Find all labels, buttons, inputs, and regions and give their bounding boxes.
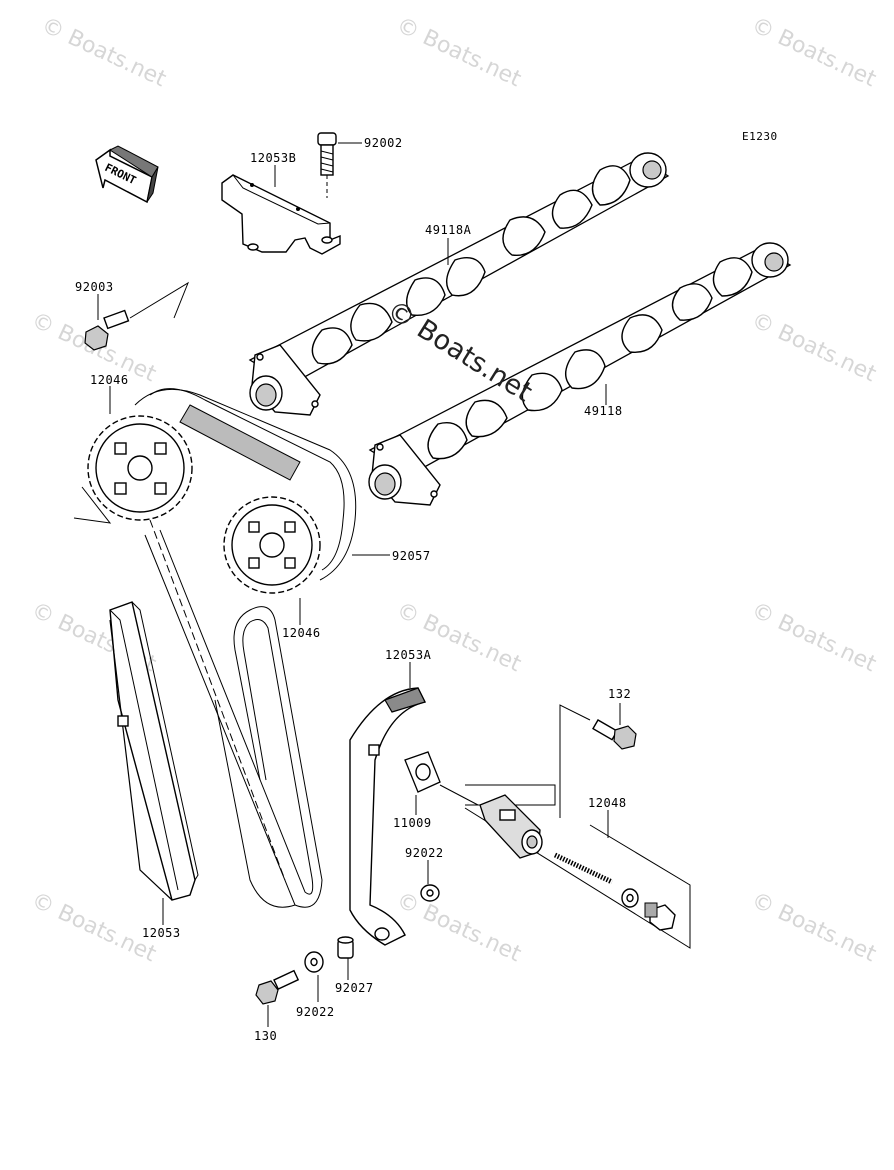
label-49118: 49118 bbox=[584, 404, 623, 418]
diagram-code: E1230 bbox=[742, 130, 778, 143]
label-12053B: 12053B bbox=[250, 151, 296, 165]
bolt-92002 bbox=[317, 132, 337, 198]
chain-guide-12053 bbox=[109, 601, 199, 901]
collar-92027 bbox=[337, 936, 354, 959]
sprocket-12046-upper bbox=[87, 415, 193, 521]
tensioner-12048 bbox=[464, 784, 691, 949]
label-12046-lower: 12046 bbox=[282, 626, 321, 640]
label-12053A: 12053A bbox=[385, 648, 432, 662]
label-12048: 12048 bbox=[588, 796, 627, 810]
watermark: © Boats.net bbox=[747, 13, 880, 93]
watermark: © Boats.net bbox=[747, 308, 880, 388]
bolt-132 bbox=[592, 719, 637, 750]
washer-92022-lower bbox=[304, 951, 324, 973]
center-watermark: © Boats.net bbox=[381, 295, 537, 409]
label-92022-lower: 92022 bbox=[296, 1005, 335, 1019]
label-92057: 92057 bbox=[392, 549, 431, 563]
label-12046-upper: 12046 bbox=[90, 373, 129, 387]
tensioner-guide-12053A bbox=[349, 687, 427, 946]
label-49118A: 49118A bbox=[425, 223, 472, 237]
watermark: © Boats.net bbox=[747, 598, 880, 678]
label-92022-upper: 92022 bbox=[405, 846, 444, 860]
bracket-12053B bbox=[221, 174, 341, 255]
label-130: 130 bbox=[254, 1029, 277, 1043]
label-92003: 92003 bbox=[75, 280, 114, 294]
bolt-92003 bbox=[84, 309, 130, 351]
camshaft-49118 bbox=[368, 242, 792, 506]
label-12053: 12053 bbox=[142, 926, 181, 940]
washer-92022-upper bbox=[420, 884, 440, 902]
watermark: © Boats.net bbox=[37, 13, 170, 93]
bolt-130 bbox=[255, 969, 300, 1005]
watermark: © Boats.net bbox=[392, 888, 525, 968]
gasket-11009 bbox=[404, 751, 441, 793]
watermark: © Boats.net bbox=[747, 888, 880, 968]
label-92002: 92002 bbox=[364, 136, 403, 150]
watermark: © Boats.net bbox=[392, 598, 525, 678]
label-92027: 92027 bbox=[335, 981, 374, 995]
label-11009: 11009 bbox=[393, 816, 432, 830]
sprocket-12046-lower bbox=[223, 496, 321, 594]
watermark: © Boats.net bbox=[392, 13, 525, 93]
front-arrow-icon: FRONT bbox=[95, 145, 159, 204]
camshaft-49118A bbox=[248, 152, 670, 416]
cam-chain-92057 bbox=[134, 388, 357, 908]
label-132: 132 bbox=[608, 687, 631, 701]
watermark: © Boats.net bbox=[27, 888, 160, 968]
